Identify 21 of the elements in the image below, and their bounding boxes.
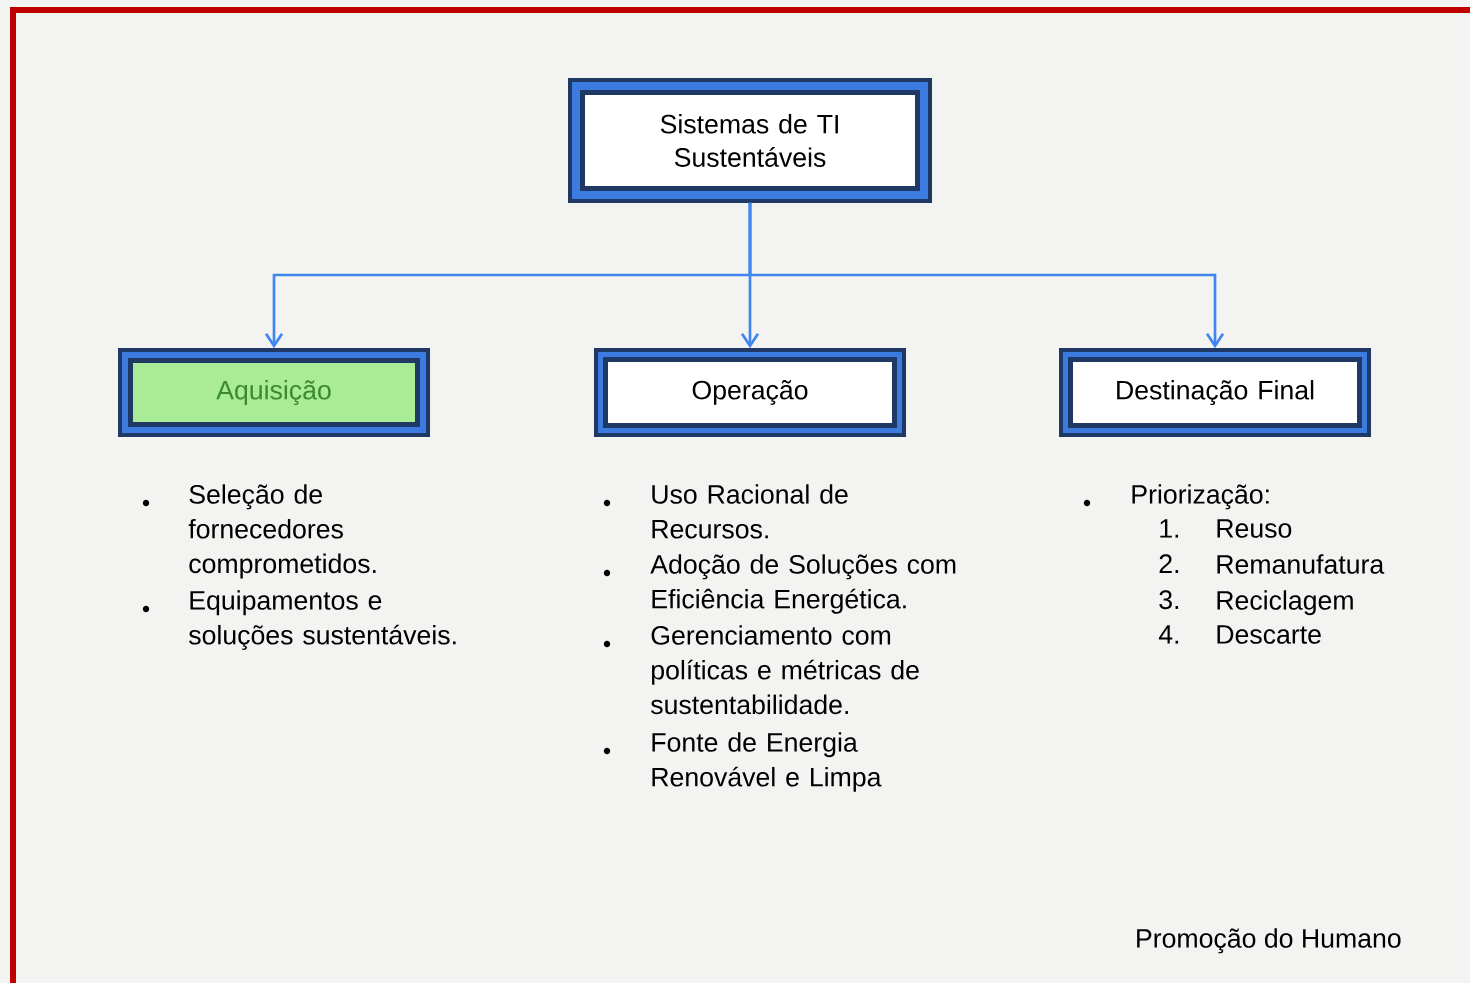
list-item: Seleção de fornecedores comprometidos. [188,484,376,579]
list-number: 3. [1159,590,1179,610]
title-box: Sistemas de TI Sustentáveis [568,78,932,203]
list-item: Gerenciamento com políticas e métricas de sustentabilidade. [651,625,919,715]
list-item: Descarte [1217,625,1321,644]
list-item: Uso Racional de Recursos. [652,484,848,539]
category-box: Destinação Final [1059,348,1371,437]
list-item: Priorização: [1132,484,1269,510]
list-number: 2. [1159,554,1179,573]
list-number: 4. [1158,625,1179,644]
footer-text: Promoção do Humano [1137,928,1401,954]
list-item: Adoção de Soluções com Eficiência Energética. [650,554,956,614]
list-item: Fonte de Energia Renovável e Limpa [652,732,882,792]
category-box: Aquisição [118,348,430,437]
list-item: Reuso [1217,519,1292,538]
list-number: 1. [1160,519,1179,538]
list-item: Equipamentos e soluções sustentáveis. [189,590,456,650]
list-item: Reciclagem [1217,590,1353,616]
arrow [748,202,1225,349]
list-item: Remanufatura [1217,554,1385,574]
category-box: Operação [594,348,906,437]
